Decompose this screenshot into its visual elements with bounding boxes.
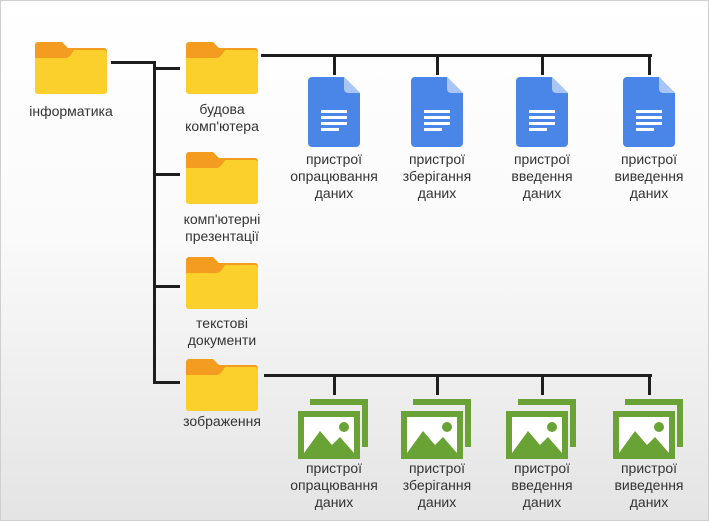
- connector-line: [153, 61, 156, 384]
- document-icon[interactable]: [516, 77, 568, 147]
- folder-label: текстові документи: [187, 315, 257, 348]
- folder-icon[interactable]: [186, 40, 258, 94]
- connector-line: [333, 374, 336, 395]
- document-label: пристрої опрацювання даних: [290, 151, 378, 201]
- image-icon[interactable]: [399, 397, 475, 461]
- image-label: пристрої введення даних: [511, 460, 573, 510]
- connector-line: [264, 374, 652, 377]
- image-icon[interactable]: [296, 397, 372, 461]
- connector-line: [541, 374, 544, 395]
- connector-line: [153, 173, 180, 176]
- connector-line: [648, 374, 651, 395]
- connector-line: [261, 54, 652, 57]
- image-icon[interactable]: [611, 397, 687, 461]
- connector-line: [436, 374, 439, 395]
- image-label: пристрої опрацювання даних: [290, 460, 378, 510]
- folder-icon[interactable]: [186, 357, 258, 411]
- folder-label: зображення: [183, 413, 261, 429]
- connector-line: [153, 285, 180, 288]
- document-label: пристрої зберігання даних: [402, 151, 472, 201]
- image-label: пристрої виведення даних: [614, 460, 684, 510]
- connector-line: [541, 54, 544, 75]
- connector-line: [153, 67, 180, 70]
- connector-line: [436, 54, 439, 75]
- image-icon[interactable]: [504, 397, 580, 461]
- document-icon[interactable]: [411, 77, 463, 147]
- document-icon[interactable]: [623, 77, 675, 147]
- folder-icon[interactable]: [186, 150, 258, 204]
- connector-line: [111, 61, 156, 64]
- folder-icon[interactable]: [186, 255, 258, 309]
- image-label: пристрої зберігання даних: [402, 460, 472, 510]
- root-folder-label: інформатика: [29, 103, 113, 119]
- document-label: пристрої введення даних: [511, 151, 573, 201]
- document-icon[interactable]: [308, 77, 360, 147]
- connector-line: [333, 54, 336, 75]
- folder-label: комп'ютерні презентації: [183, 211, 261, 244]
- folder-label: будова комп'ютера: [185, 101, 259, 134]
- folder-icon[interactable]: [35, 40, 107, 94]
- connector-line: [153, 381, 180, 384]
- connector-line: [648, 54, 651, 75]
- document-label: пристрої виведення даних: [614, 151, 684, 201]
